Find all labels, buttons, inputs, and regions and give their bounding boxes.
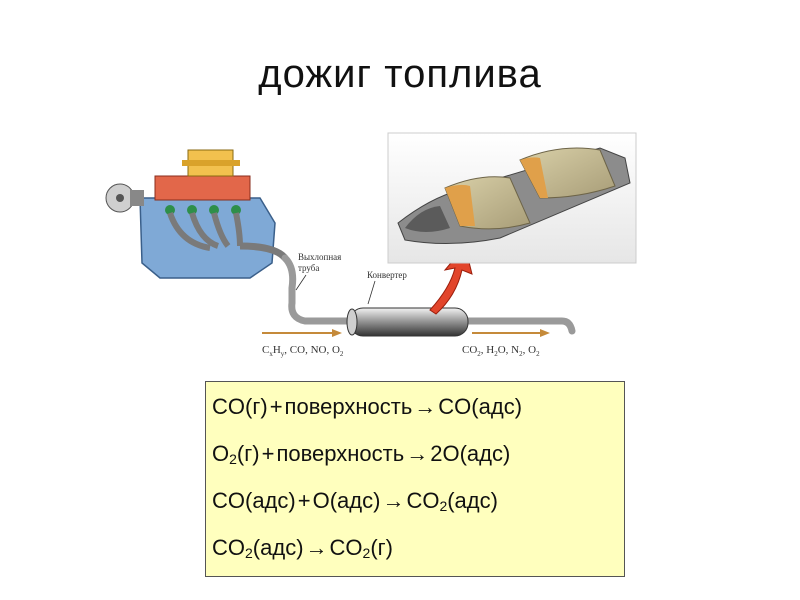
exhaust-pipe bbox=[281, 254, 354, 325]
engine-illustration bbox=[105, 149, 288, 279]
exhaust-pipe-label-line2: труба bbox=[298, 263, 319, 273]
catalytic-converter-diagram: Выхлопная труба Конвертер CxHy, CO, NO, … bbox=[105, 132, 637, 358]
exhaust-pipe-label-line1: Выхлопная bbox=[298, 252, 341, 262]
input-flow-arrow bbox=[262, 329, 342, 337]
exhaust-label-pointer bbox=[295, 274, 307, 291]
converter-label: Конвертер bbox=[367, 270, 407, 280]
output-gases-label: CO2, H2O, N2, O2 bbox=[462, 344, 540, 358]
tail-pipe bbox=[461, 317, 576, 335]
equation-2: O2(г)+поверхность→2O(адс) bbox=[212, 441, 511, 467]
equations-box: CO(г)+поверхность→CO(адс) O2(г)+поверхно… bbox=[205, 381, 625, 577]
converter-body bbox=[346, 307, 469, 337]
equation-4: CO2(адс)→CO2(г) bbox=[212, 535, 394, 561]
page-title: дожиг топлива bbox=[258, 52, 542, 96]
converter-cutaway-photo bbox=[387, 132, 637, 264]
equation-3: CO(адс)+O(адс)→CO2(адс) bbox=[212, 488, 498, 514]
equation-1: CO(г)+поверхность→CO(адс) bbox=[212, 394, 523, 419]
input-gases-label: CxHy, CO, NO, O2 bbox=[262, 344, 344, 358]
output-flow-arrow bbox=[472, 329, 550, 337]
converter-label-pointer bbox=[367, 280, 376, 305]
